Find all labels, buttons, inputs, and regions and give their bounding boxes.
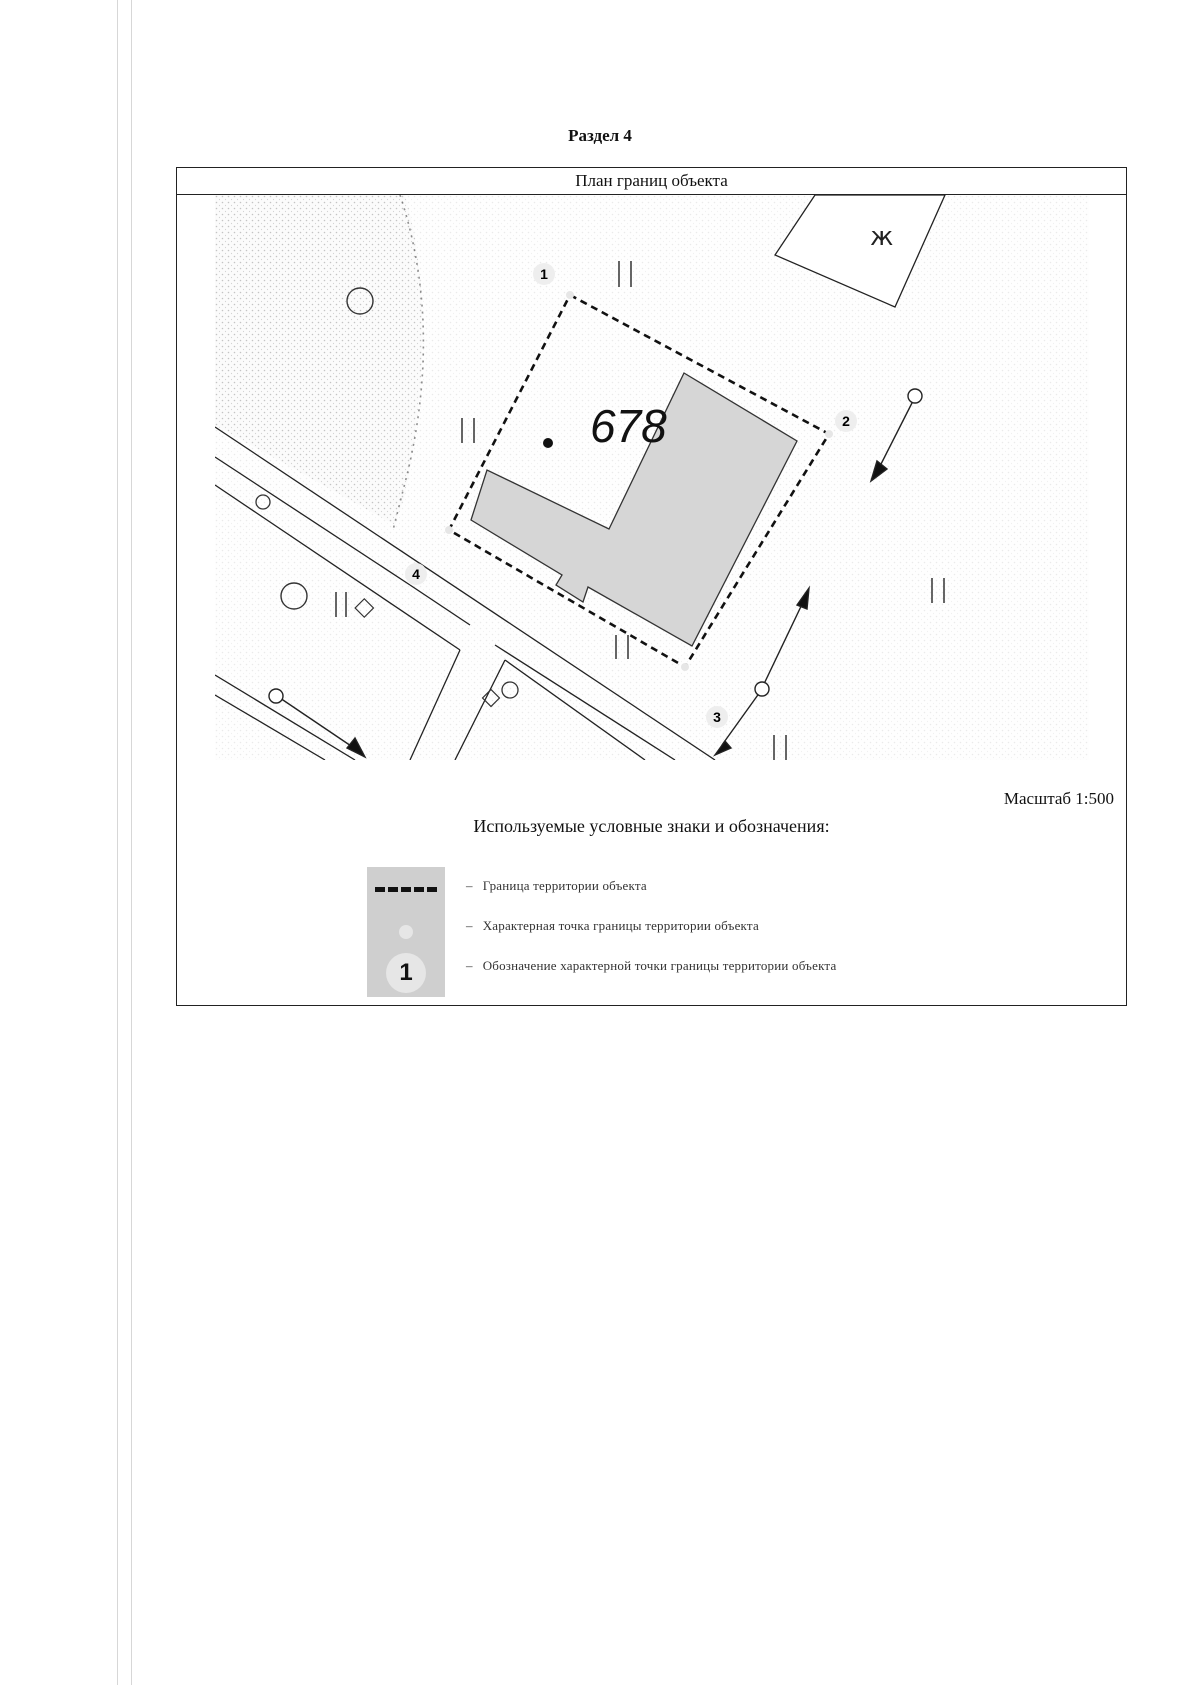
boundary-line-symbol — [375, 887, 437, 892]
parcel-centroid — [543, 438, 553, 448]
boundary-point-symbol — [399, 925, 413, 939]
boundary-point-3 — [681, 663, 689, 671]
map-scale: Масштаб 1:500 — [1003, 789, 1114, 808]
point-label-1: 1 — [540, 266, 548, 282]
building-top-right — [774, 194, 947, 308]
plan-frame: План границ объекта — [176, 167, 1127, 1006]
point-marker-1 — [533, 263, 555, 285]
tree-symbol — [255, 494, 271, 510]
well-symbol — [481, 688, 501, 708]
point-marker-2 — [835, 410, 857, 432]
boundary-map: ж 1 2 3 4 678 — [214, 194, 1089, 761]
point-label-3: 3 — [713, 709, 721, 725]
boundary-point-1 — [566, 291, 574, 299]
frame-header: План границ объекта — [177, 168, 1126, 195]
point-label-2: 2 — [842, 413, 850, 429]
numbered-point-symbol: 1 — [386, 953, 426, 993]
point-label-4: 4 — [412, 566, 420, 582]
scan-margin-line — [117, 0, 118, 1685]
section-title: Раздел 4 — [568, 126, 632, 145]
legend-item-text: Обозначение характерной точки границы те… — [482, 958, 837, 973]
boundary-point-4 — [445, 526, 453, 534]
scan-margin-line — [131, 0, 132, 1685]
road-lines — [214, 426, 716, 761]
tree-symbol — [346, 287, 374, 315]
point-marker-3 — [706, 706, 728, 728]
legend-title: Используемые условные знаки и обозначени… — [473, 816, 830, 836]
legend-swatch: 1 — [367, 867, 445, 997]
legend-item-text: Граница территории объекта — [482, 878, 647, 893]
tree-symbol — [501, 681, 519, 699]
parcel-building — [470, 372, 798, 647]
legend-item: –Характерная точка границы территории об… — [466, 918, 759, 933]
legend-item-text: Характерная точка границы территории объ… — [482, 918, 759, 933]
parcel-number: 678 — [590, 400, 667, 452]
well-symbol — [354, 597, 375, 619]
tree-symbol — [280, 582, 308, 610]
fence-ticks — [335, 261, 945, 760]
boundary-point-2 — [825, 430, 833, 438]
legend-item: –Обозначение характерной точки границы т… — [466, 958, 837, 973]
legend-item: –Граница территории объекта — [466, 878, 647, 893]
slope-arrows — [268, 388, 923, 759]
map-canvas: ж 1 2 3 4 678 — [214, 194, 1089, 761]
non-residential-symbol: ж — [870, 222, 893, 252]
point-marker-4 — [405, 563, 427, 585]
